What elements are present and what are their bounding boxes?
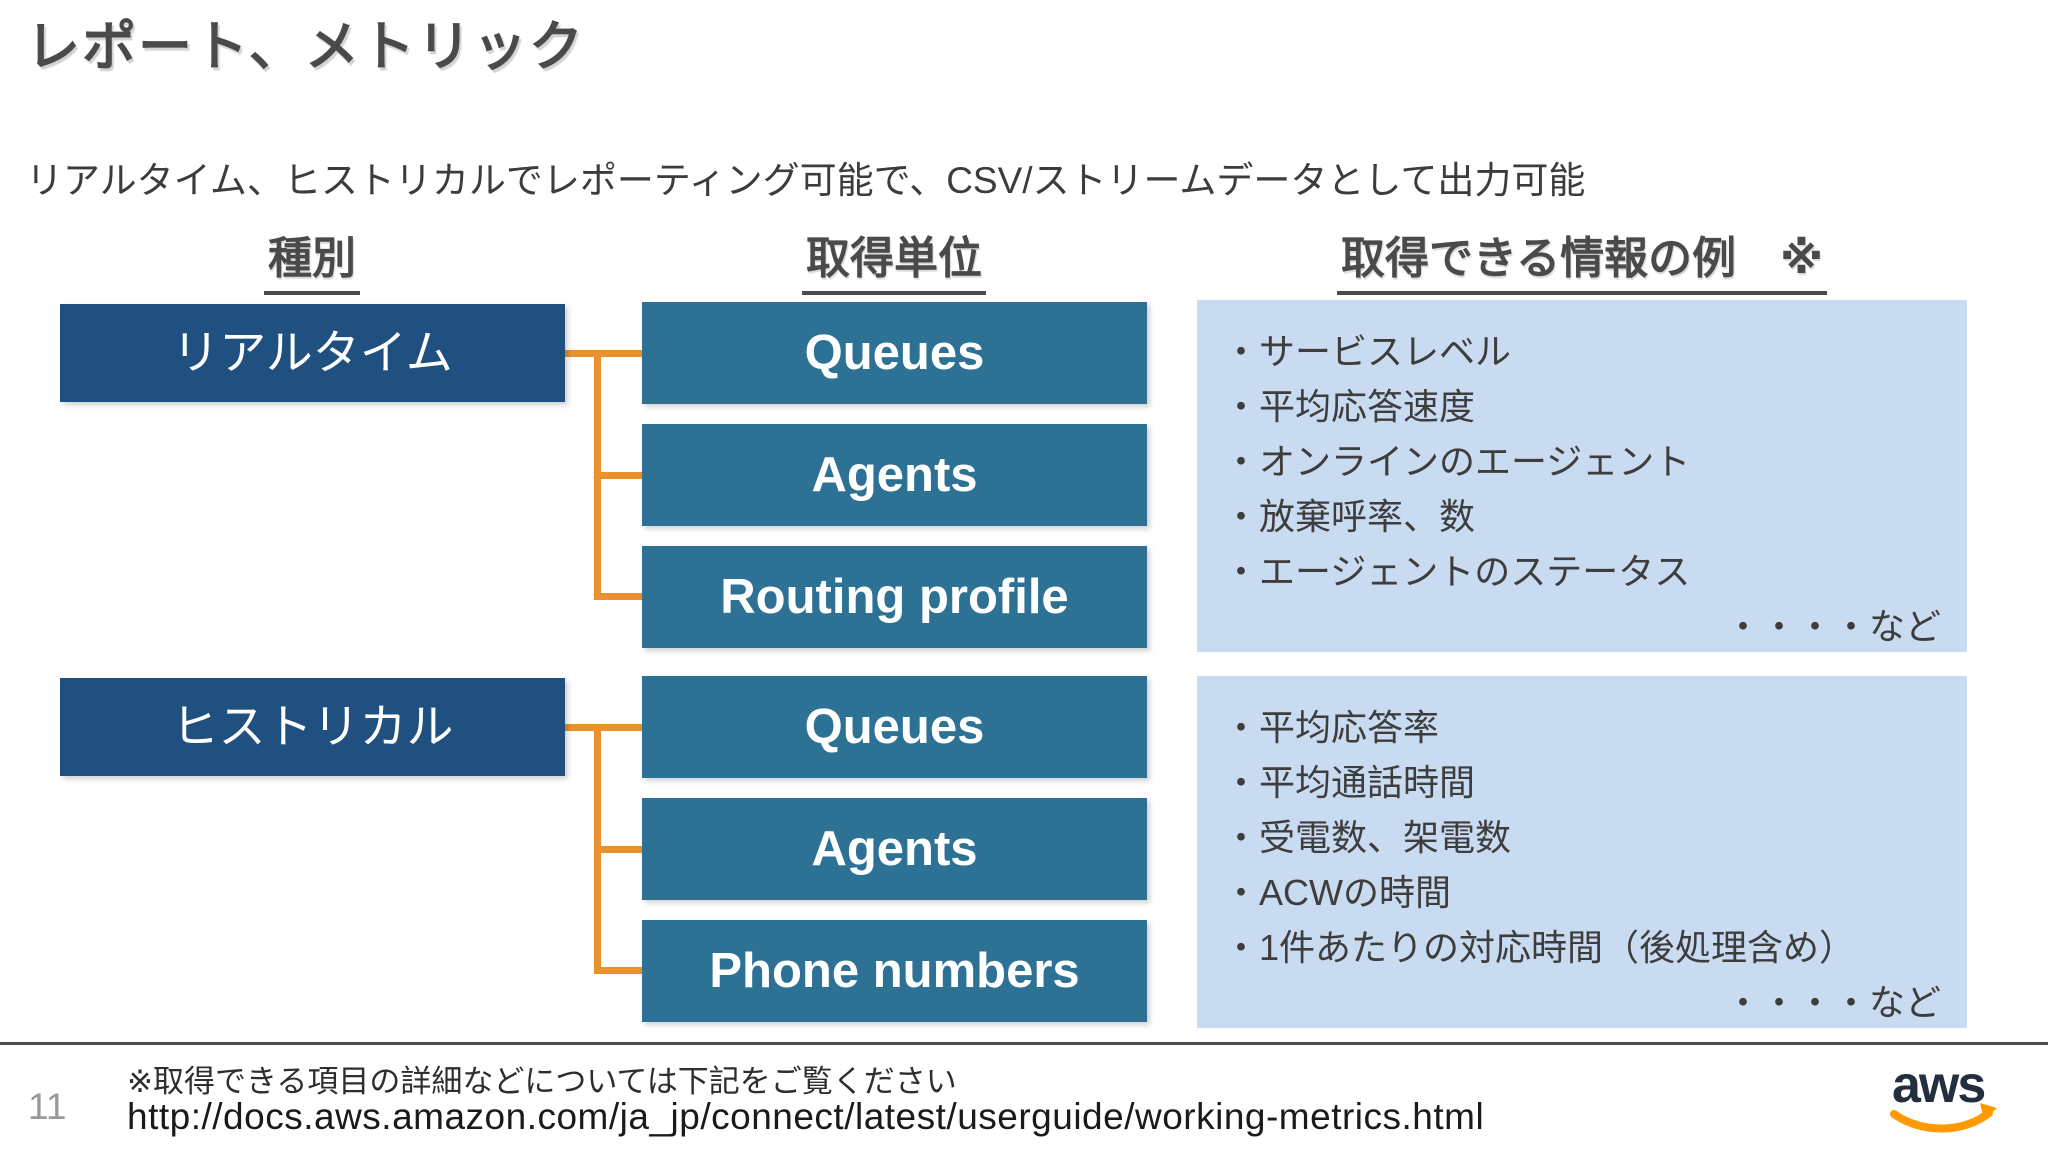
info-item: ・オンラインのエージェント <box>1223 441 1691 482</box>
type-box-historical: ヒストリカル <box>60 678 565 776</box>
unit-box-historical-agents: Agents <box>642 798 1147 900</box>
info-item: ・受電数、架電数 <box>1223 817 1512 858</box>
footer-note: ※取得できる項目の詳細などについては下記をご覧ください <box>127 1064 957 1099</box>
column-header-type: 種別 <box>264 222 360 295</box>
aws-logo-text: aws <box>1892 1056 1984 1114</box>
unit-box-realtime-queues: Queues <box>642 302 1147 404</box>
connector-line <box>594 967 642 974</box>
info-item: ・1件あたりの対応時間（後処理含め） <box>1223 927 1856 968</box>
info-item: ・平均応答速度 <box>1223 386 1476 427</box>
connector-line <box>594 593 642 600</box>
info-box-historical: ・平均応答率 ・平均通話時間 ・受電数、架電数 ・ACWの時間 ・1件あたりの対… <box>1197 676 1967 1028</box>
aws-smile-arrow-icon <box>1980 1103 1997 1120</box>
slide-title: レポート、メトリック <box>26 17 585 77</box>
info-etc-label: ・・・・など <box>1724 982 1941 1023</box>
info-item: ・平均応答率 <box>1223 707 1440 748</box>
slide-subtitle: リアルタイム、ヒストリカルでレポーティング可能で、CSV/ストリームデータとして… <box>26 160 1586 201</box>
aws-smile-icon <box>1890 1109 1993 1133</box>
footer-url: http://docs.aws.amazon.com/ja_jp/connect… <box>127 1096 1485 1137</box>
column-header-info: 取得できる情報の例 ※ <box>1337 222 1827 295</box>
info-item: ・サービスレベル <box>1223 331 1512 372</box>
aws-logo: aws <box>1882 1056 2014 1148</box>
unit-box-historical-phone-numbers: Phone numbers <box>642 920 1147 1022</box>
type-box-realtime: リアルタイム <box>60 304 565 402</box>
footer-divider <box>0 1042 2048 1045</box>
info-item: ・ACWの時間 <box>1223 872 1451 913</box>
info-etc-label: ・・・・など <box>1724 606 1941 647</box>
connector-line <box>562 350 642 357</box>
info-item: ・エージェントのステータス <box>1223 551 1691 592</box>
info-item: ・平均通話時間 <box>1223 762 1476 803</box>
page-number: 11 <box>28 1086 67 1127</box>
column-header-unit: 取得単位 <box>802 222 986 295</box>
unit-box-realtime-agents: Agents <box>642 424 1147 526</box>
info-box-realtime: ・サービスレベル ・平均応答速度 ・オンラインのエージェント ・放棄呼率、数 ・… <box>1197 300 1967 652</box>
unit-box-realtime-routing-profile: Routing profile <box>642 546 1147 648</box>
aws-logo-graphic: aws <box>1890 1056 1997 1133</box>
connector-line <box>562 724 642 731</box>
connector-line <box>594 846 642 853</box>
connector-line <box>594 472 642 479</box>
info-item: ・放棄呼率、数 <box>1223 496 1476 537</box>
unit-box-historical-queues: Queues <box>642 676 1147 778</box>
